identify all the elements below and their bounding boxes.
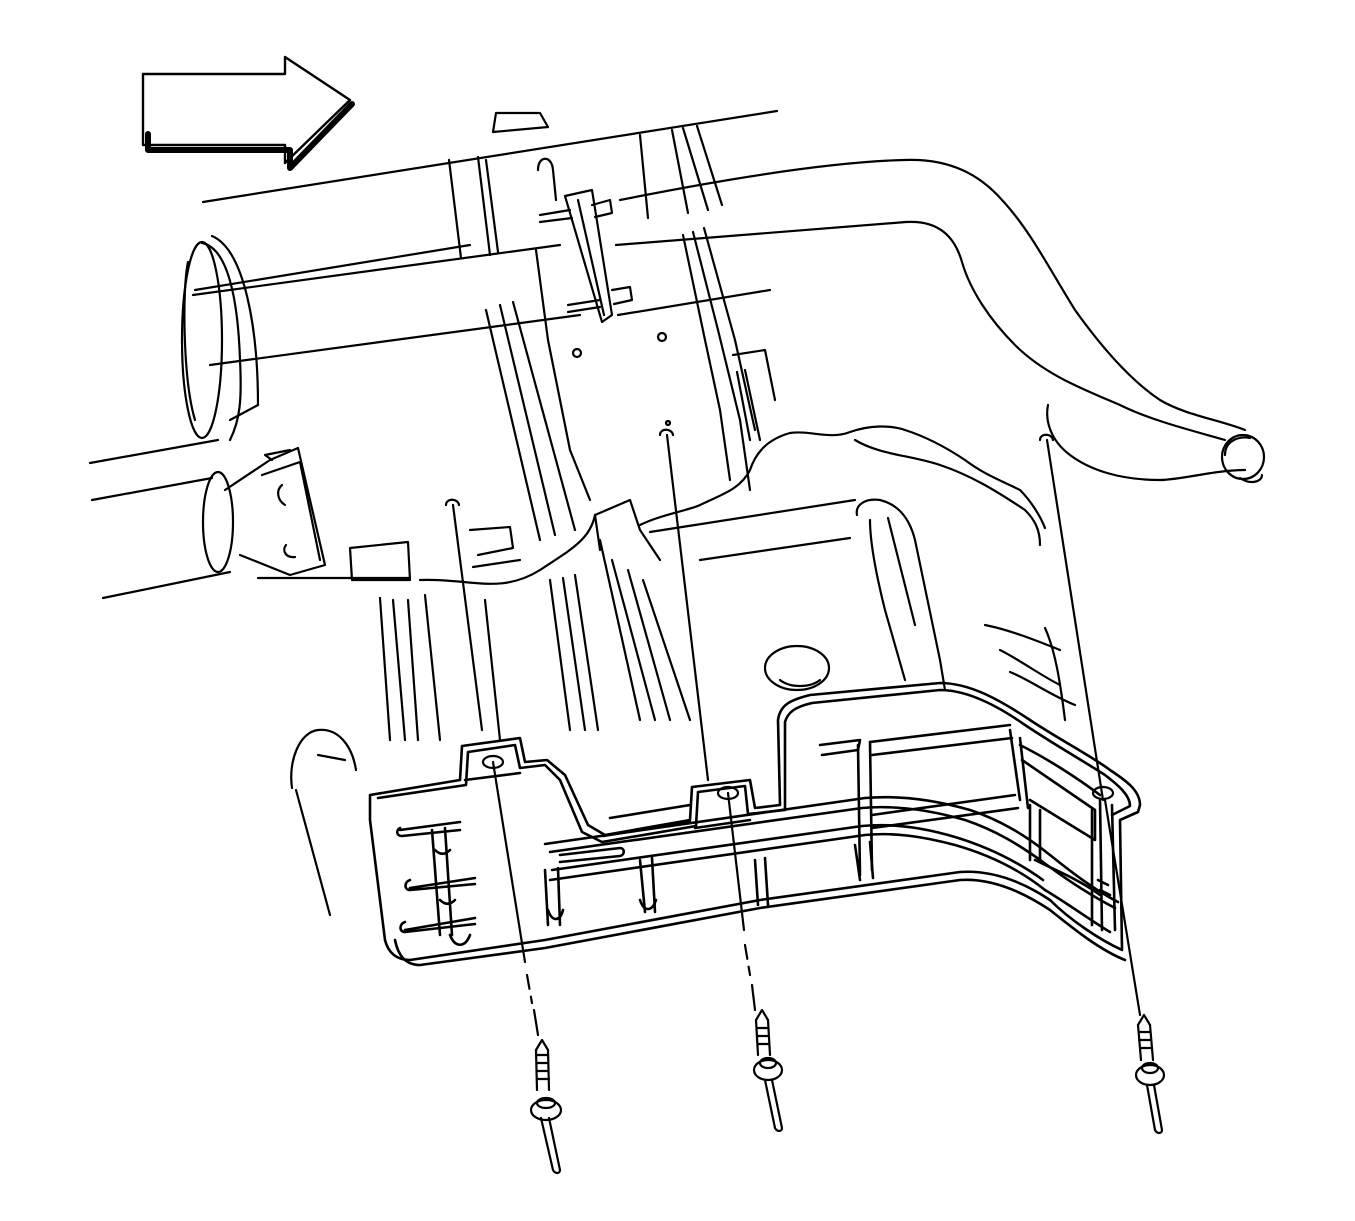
push-pin-fastener-icon [529, 1038, 563, 1175]
right-arrow-icon [141, 55, 355, 171]
push-pin-fastener-icon [1134, 1013, 1166, 1135]
fastener-2 [658, 428, 784, 1133]
frame-rail [193, 109, 779, 292]
fastener-1 [444, 498, 563, 1175]
frame-side-rail [484, 226, 777, 542]
fastener-3 [1038, 433, 1166, 1135]
push-pin-fastener-icon [752, 1008, 784, 1133]
crossmember-tube [180, 158, 1266, 484]
wheel-housing [290, 728, 358, 917]
floor-pan [348, 425, 1077, 722]
exhaust-clamp [536, 157, 672, 427]
driveshaft [88, 438, 412, 600]
underbody-shield [368, 681, 1142, 967]
body-ribs [378, 538, 692, 742]
